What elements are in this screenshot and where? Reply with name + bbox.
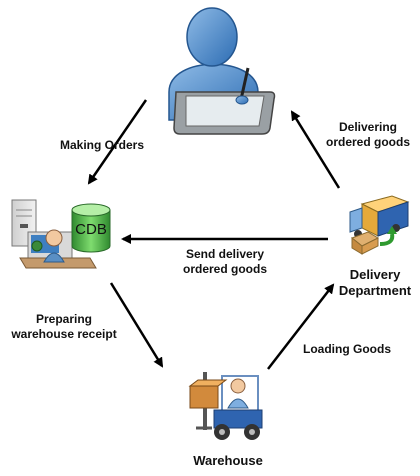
node-label-line: Warehouse: [193, 453, 263, 468]
edge-label-line: Preparing: [35, 312, 92, 326]
user-tablet-icon: [168, 7, 276, 135]
edge-label-line: Delivering: [338, 120, 398, 134]
edge-label-loading: Loading Goods: [292, 342, 402, 357]
edge-label-line: Loading Goods: [303, 342, 391, 356]
edge-label-line: Making Orders: [59, 138, 145, 152]
edge-label-send-delivery: Send delivery ordered goods: [170, 247, 280, 277]
arrow-loading: [267, 283, 335, 370]
forklift-icon: [188, 372, 263, 440]
edge-label-line: Send delivery: [185, 247, 265, 261]
server-database-icon: [11, 199, 111, 269]
cdb-label: CDB: [75, 221, 107, 238]
arrow-preparing: [109, 282, 164, 368]
node-label-warehouse: Warehouse: [178, 453, 278, 469]
arrow-delivering: [290, 110, 341, 189]
node-label-delivery: Delivery Department: [330, 267, 420, 299]
edge-label-line: warehouse receipt: [11, 327, 117, 341]
node-label-line: Delivery: [349, 267, 401, 282]
node-label-line: Department: [338, 283, 412, 298]
edge-label-delivering: Delivering ordered goods: [318, 120, 418, 150]
edge-label-line: ordered goods: [325, 135, 410, 149]
delivery-truck-icon: [349, 195, 410, 255]
arrow-making-orders: [87, 99, 148, 185]
edge-label-line: ordered goods: [182, 262, 267, 276]
edge-label-making-orders: Making Orders: [52, 138, 152, 153]
edge-label-preparing: Preparing warehouse receipt: [4, 312, 124, 342]
